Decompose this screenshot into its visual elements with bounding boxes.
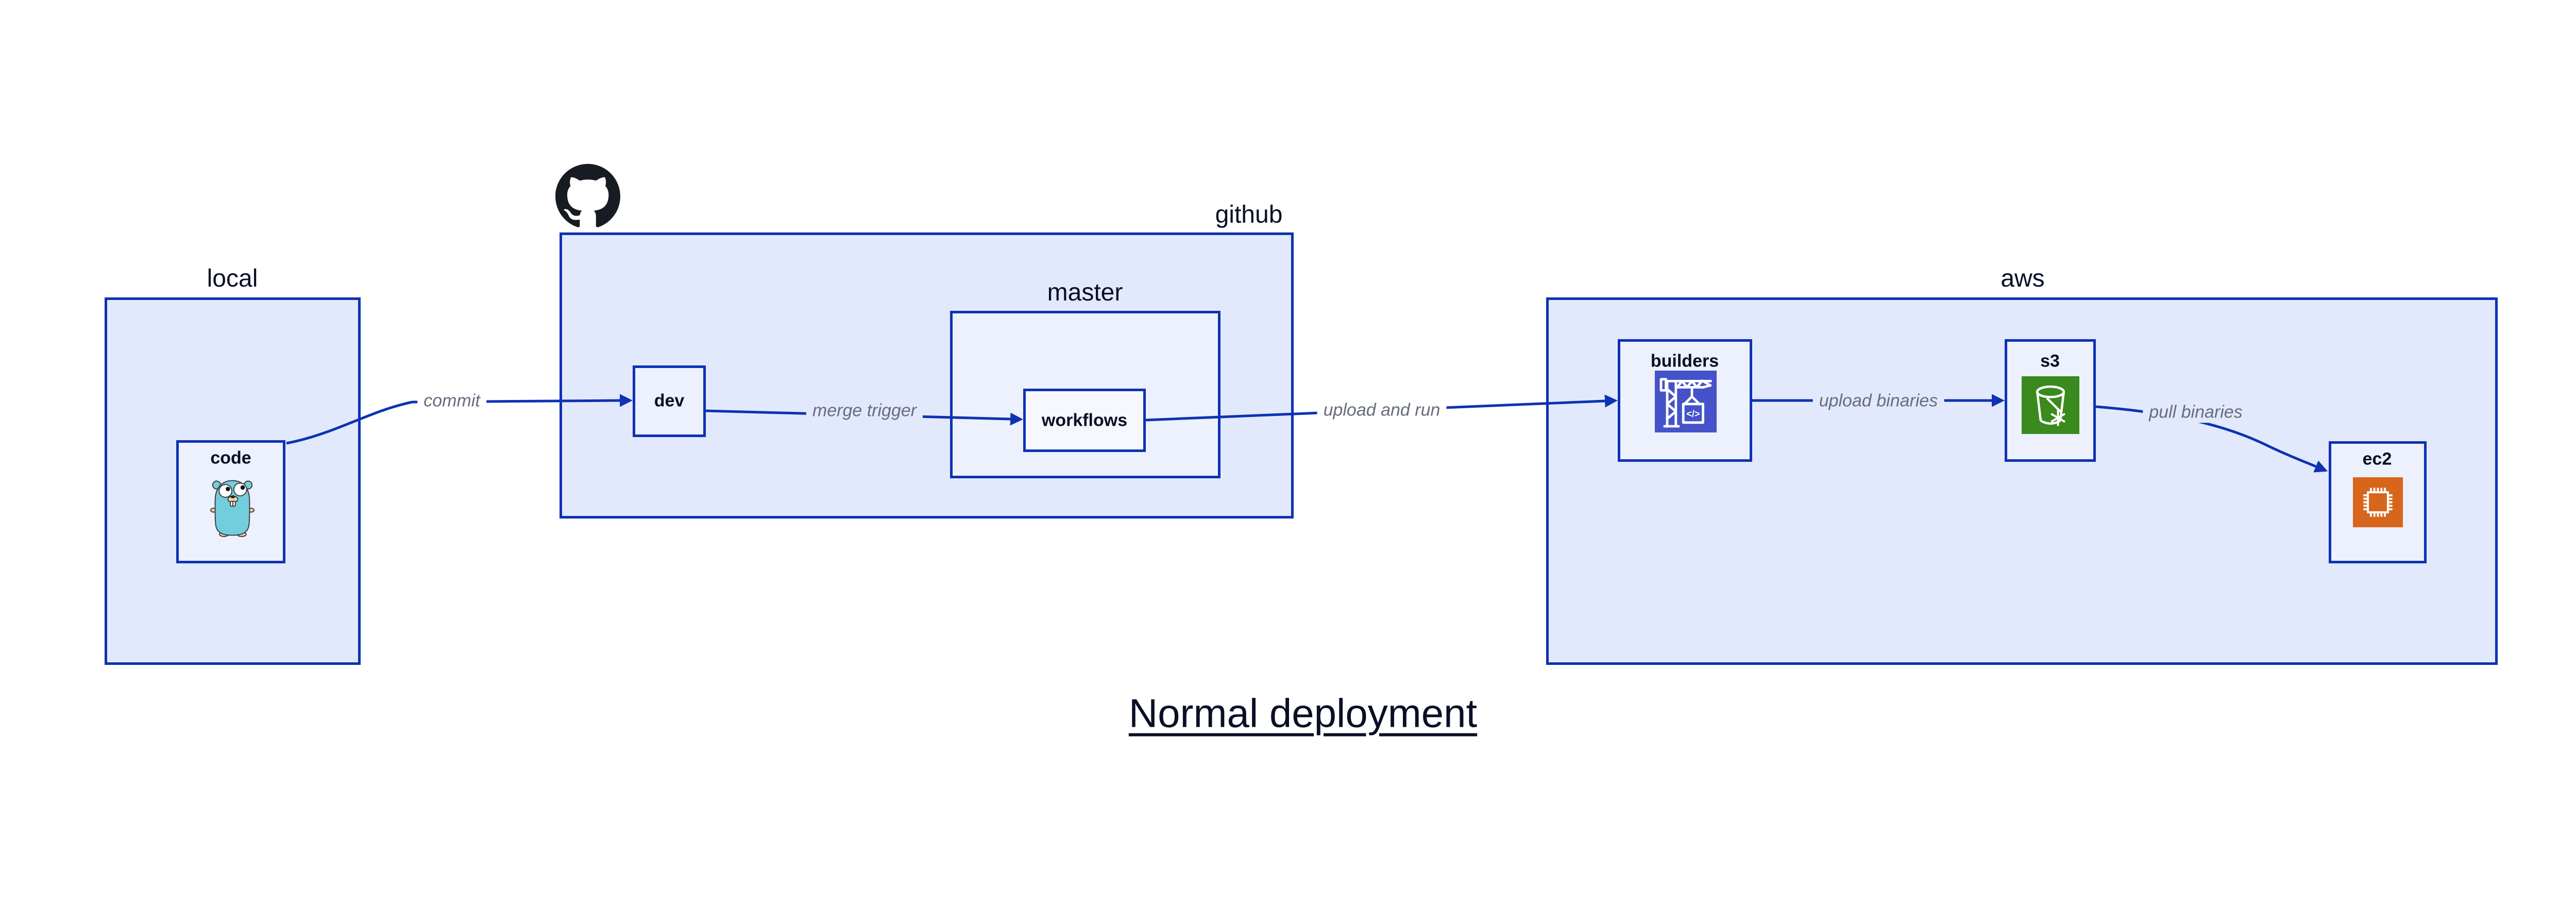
container-local-label: local: [207, 265, 258, 293]
node-workflows-label: workflows: [1041, 410, 1128, 430]
edge-upload-and-run-label: upload and run: [1317, 399, 1447, 421]
node-ec2-label: ec2: [2362, 449, 2392, 469]
codebuild-crane-icon: </>: [1655, 371, 1717, 432]
edge-commit: [286, 394, 633, 445]
edge-merge-trigger-label: merge trigger: [806, 400, 923, 422]
diagram-title: Normal deployment: [1128, 690, 1478, 736]
container-master-label: master: [1047, 279, 1123, 307]
container-github-label: github: [1215, 201, 1283, 229]
s3-bucket-icon: [2022, 376, 2079, 434]
node-builders: [1618, 339, 1752, 462]
container-aws-label: aws: [2001, 265, 2045, 293]
edge-pull-binaries-label: pull binaries: [2143, 402, 2249, 423]
edge-upload-binaries-label: upload binaries: [1812, 390, 1944, 412]
node-workflows: [1023, 389, 1146, 452]
node-builders-label: builders: [1650, 351, 1719, 371]
svg-text:</>: </>: [1686, 409, 1700, 419]
node-dev-label: dev: [654, 391, 685, 411]
edge-pull-binaries: [2095, 405, 2328, 473]
node-s3-label: s3: [2040, 351, 2060, 371]
edge-commit-label: commit: [417, 390, 486, 412]
go-gopher-icon: [210, 477, 255, 538]
node-code-label: code: [210, 448, 251, 468]
node-dev: [633, 365, 706, 437]
ec2-chip-icon: [2353, 477, 2403, 527]
github-octocat-icon: [555, 164, 620, 229]
